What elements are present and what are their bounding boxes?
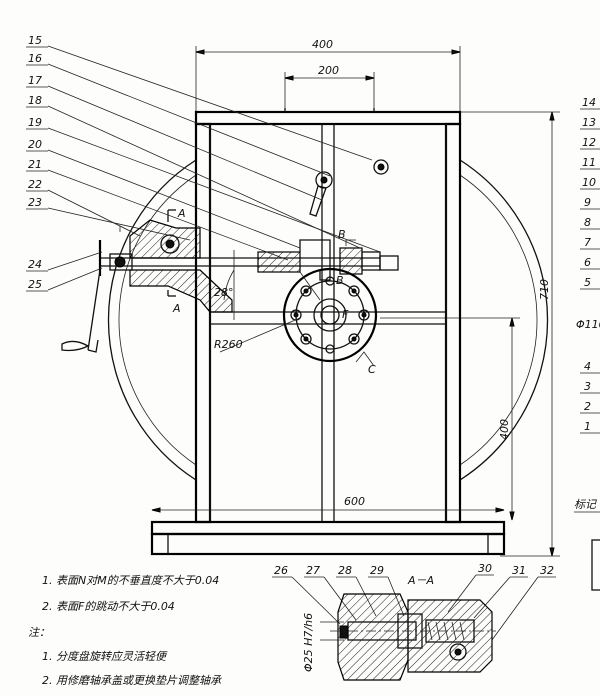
part-number: 17	[28, 74, 42, 87]
dim-angle: 28°	[214, 286, 234, 299]
section-b-bottom: B	[336, 274, 344, 287]
part-number: 20	[28, 138, 42, 151]
part-numbers-left: 15 16 17 18 19 20 21 22 23 24 25	[26, 34, 48, 292]
right-dimensions: 710 400	[380, 111, 560, 557]
dim-height-center: 400	[498, 419, 511, 440]
section-a-top: A	[177, 207, 186, 220]
part-number: 25	[28, 278, 42, 291]
requirement-1: 1. 表面N对M的不垂直度不大于0.04	[42, 574, 219, 587]
part-number: 4	[584, 360, 591, 373]
phi-partial-label: Φ110	[576, 318, 600, 331]
part-number: 23	[28, 196, 42, 209]
part-number: 31	[512, 564, 526, 577]
part-number: 7	[584, 236, 591, 249]
note-1: 1. 分度盘旋转应灵活轻便	[42, 650, 168, 663]
part-number: 13	[582, 116, 596, 129]
section-b-top: B	[338, 228, 346, 241]
part-number: 22	[28, 178, 42, 191]
part-number: 19	[28, 116, 42, 129]
dim-width-center: 200	[318, 64, 339, 77]
part-number: 24	[28, 258, 42, 271]
leaders-left	[47, 45, 381, 291]
part-number: 3	[584, 380, 591, 393]
part-number: 10	[582, 176, 596, 189]
part-number: 26	[274, 564, 288, 577]
index-disc	[107, 159, 549, 481]
dim-bearing-diameter: Φ25 H7/h6	[302, 613, 315, 672]
section-title: A－A	[407, 574, 434, 587]
part-number: 5	[584, 276, 591, 289]
part-number: 9	[584, 196, 591, 209]
section-c-label: C	[368, 363, 376, 376]
top-lever	[309, 159, 389, 217]
part-number: 30	[478, 562, 492, 575]
part-numbers-right: 14 13 12 11 10 9 8 7 6 5 Φ110 4 3 2 1 标记	[574, 96, 600, 591]
requirement-2: 2. 表面F的跳动不大于0.04	[42, 600, 175, 613]
part-number: 28	[338, 564, 352, 577]
section-view-a-a: A－A 26 27 28 29 30 31 32 Φ2	[272, 562, 556, 681]
part-number: 1	[584, 420, 591, 433]
mark-label: 标记	[574, 498, 597, 511]
part-number: 18	[28, 94, 42, 107]
part-number: 21	[28, 158, 42, 171]
notes-heading: 注：	[28, 626, 50, 639]
part-number: 15	[28, 34, 42, 47]
dim-radius: R260	[214, 338, 243, 351]
top-dimensions: 400 200	[195, 38, 461, 120]
part-number: 14	[582, 96, 596, 109]
part-number: 29	[370, 564, 384, 577]
part-number: 32	[540, 564, 554, 577]
surface-f-label: F	[342, 308, 349, 321]
section-a-marks: A A 28° R260 C	[167, 207, 376, 376]
part-number: 16	[28, 52, 42, 65]
dim-width-top: 400	[312, 38, 333, 51]
section-a-bottom: A	[172, 302, 181, 315]
part-number: 2	[584, 400, 591, 413]
frame: 600	[150, 108, 506, 556]
hub: F	[282, 267, 378, 363]
part-number: 12	[582, 136, 596, 149]
part-number: 8	[584, 216, 591, 229]
part-number: 6	[584, 256, 591, 269]
shaft-assembly: B B	[100, 228, 399, 301]
part-number: 27	[306, 564, 320, 577]
notes-block: 1. 表面N对M的不垂直度不大于0.04 2. 表面F的跳动不大于0.04 注：…	[28, 574, 222, 687]
note-2: 2. 用修磨轴承盖或更换垫片调整轴承	[42, 674, 222, 687]
left-bracket	[61, 219, 233, 353]
part-number: 11	[582, 156, 596, 169]
dim-base-width: 600	[344, 495, 365, 508]
